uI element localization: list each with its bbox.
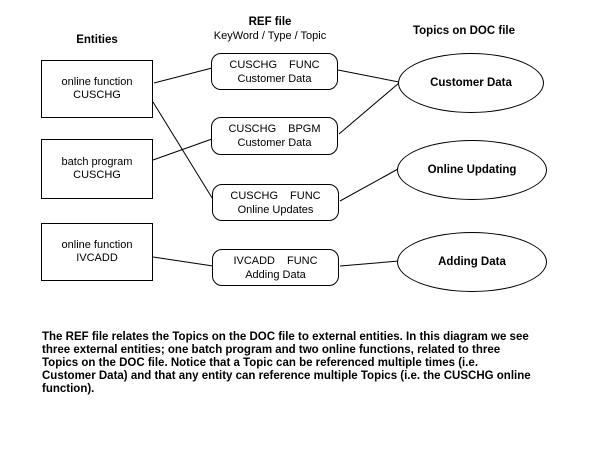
- entity-kind: online function: [61, 76, 133, 88]
- entity-name: IVCADD: [76, 252, 118, 264]
- ref-keyword: CUSCHG: [229, 58, 278, 71]
- ref-topic: Customer Data: [237, 137, 312, 149]
- topic-ellipse-adding-data: Adding Data: [397, 232, 547, 292]
- ref-topic: Adding Data: [245, 268, 306, 281]
- connector-ref2-topic1: [338, 82, 400, 135]
- ref-type: FUNC: [290, 189, 321, 202]
- caption-paragraph: The REF file relates the Topics on the D…: [42, 331, 531, 396]
- topic-ellipse-online-updating: Online Updating: [397, 140, 547, 200]
- ref-keyword: IVCADD: [233, 254, 275, 267]
- caption-line: Customer Data) and that any entity can r…: [42, 370, 531, 382]
- ref-type: FUNC: [289, 58, 320, 71]
- entity-box-online-function-cuschg: online function CUSCHG: [41, 60, 153, 118]
- caption-line: three external entities; one batch progr…: [42, 344, 501, 356]
- column-header-topics: Topics on DOC file: [412, 25, 515, 37]
- topic-label: Adding Data: [438, 256, 506, 268]
- entity-box-online-function-ivcadd: online function IVCADD: [41, 223, 153, 281]
- topic-label: Online Updating: [427, 164, 517, 176]
- ref-keyword: CUSCHG: [228, 123, 277, 135]
- connector-entity3-ref4: [152, 256, 214, 267]
- column-subheader-ref-format: KeyWord / Type / Topic: [213, 30, 327, 42]
- connector-ref3-topic2: [339, 168, 399, 202]
- caption-line: Topics on the DOC file. Notice that a To…: [42, 357, 479, 369]
- column-header-ref-file: REF file: [248, 16, 292, 28]
- entity-box-batch-program-cuschg: batch program CUSCHG: [41, 139, 153, 199]
- ref-record-box-1: CUSCHG FUNC Customer Data: [211, 53, 338, 90]
- ref-type: FUNC: [287, 254, 318, 267]
- entity-kind: batch program: [61, 156, 133, 168]
- topic-ellipse-customer-data: Customer Data: [398, 53, 544, 113]
- connector-ref1-topic1: [337, 69, 400, 83]
- column-header-entities: Entities: [76, 34, 118, 46]
- connector-entity2-ref2: [152, 138, 213, 161]
- ref-type: BPGM: [288, 123, 321, 135]
- caption-line: function).: [42, 383, 95, 395]
- ref-record-box-3: CUSCHG FUNC Online Updates: [212, 184, 339, 221]
- ref-topic: Customer Data: [237, 72, 312, 85]
- topic-label: Customer Data: [430, 77, 512, 89]
- connector-entity1-ref3: [152, 101, 215, 202]
- ref-keyword: CUSCHG: [230, 189, 279, 202]
- ref-record-box-4: IVCADD FUNC Adding Data: [212, 249, 339, 286]
- connector-entity1-ref1: [153, 67, 213, 84]
- caption-line: The REF file relates the Topics on the D…: [42, 331, 529, 343]
- ref-topic: Online Updates: [237, 203, 314, 216]
- entity-name: CUSCHG: [73, 169, 121, 181]
- connector-ref4-topic3: [339, 260, 400, 267]
- entity-name: CUSCHG: [73, 89, 121, 101]
- ref-record-box-2: CUSCHG BPGM Customer Data: [211, 117, 338, 155]
- entity-kind: online function: [61, 239, 133, 251]
